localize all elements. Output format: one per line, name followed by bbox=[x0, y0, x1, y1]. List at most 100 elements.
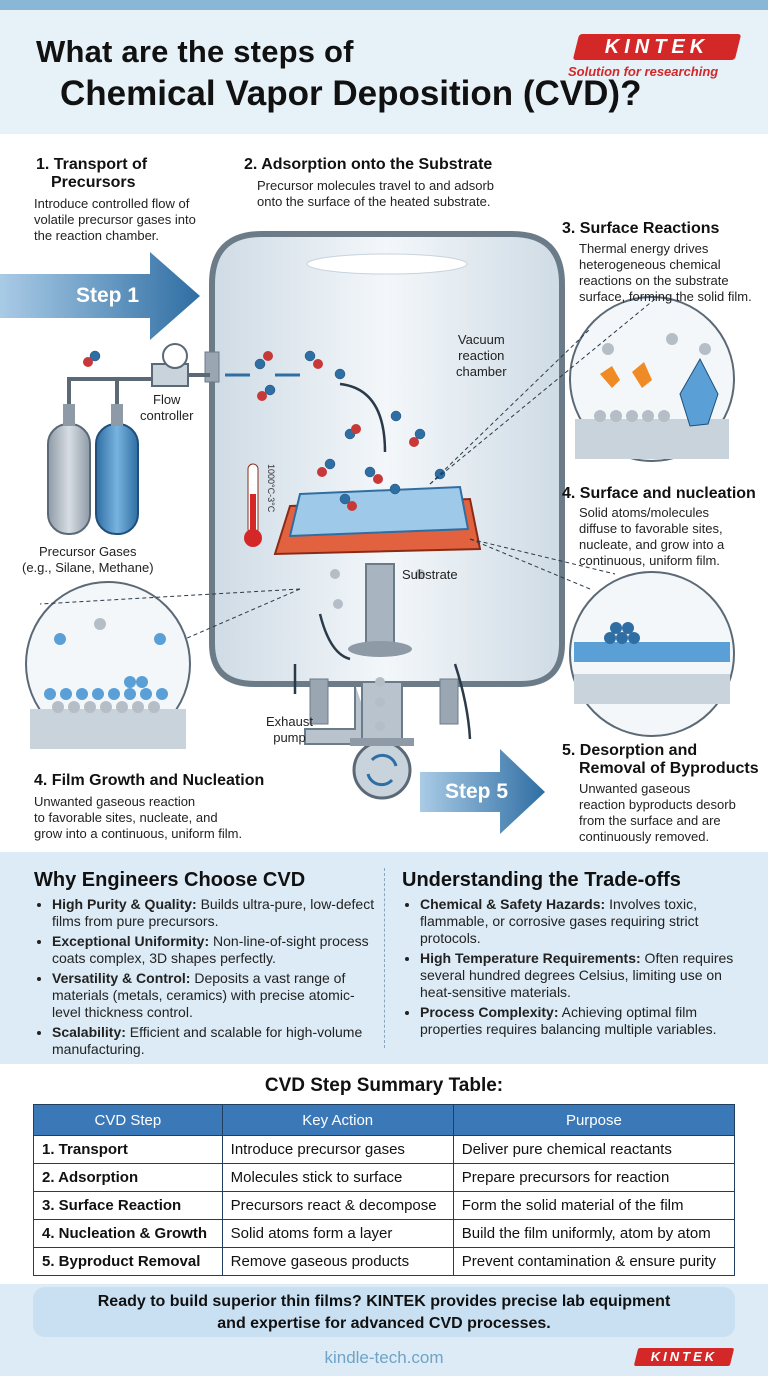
step4-right-text-line4: continuous, uniform film. bbox=[579, 553, 720, 568]
benefit-item-bold: Exceptional Uniformity: bbox=[52, 933, 210, 949]
table-cell: Solid atoms form a layer bbox=[221, 1219, 454, 1248]
page-title-line1: What are the steps of bbox=[36, 34, 354, 69]
benefit-item-text: Efficient and scalable for high-volume m… bbox=[52, 1024, 363, 1057]
step4-right-text-line2: diffuse to favorable sites, bbox=[579, 521, 723, 536]
table-cell: Prevent contamination & ensure purity bbox=[452, 1247, 736, 1276]
exhaust-pump bbox=[352, 740, 412, 800]
step5-text-line3: from the surface and are bbox=[579, 813, 721, 828]
step1-arrow-shape bbox=[0, 252, 200, 340]
step2-text-line2: onto the surface of the heated substrate… bbox=[257, 194, 491, 209]
summary-table-title: CVD Step Summary Table: bbox=[264, 1075, 504, 1096]
flow-controller-line1: Flow bbox=[153, 392, 181, 407]
cta-banner: Ready to build superior thin films? KINT… bbox=[33, 1287, 735, 1337]
section-divider bbox=[384, 868, 385, 1048]
table-cell: 4. Nucleation & Growth bbox=[33, 1219, 223, 1248]
top-accent-bar bbox=[0, 0, 768, 10]
step3-text-line3: reactions on the substrate bbox=[579, 273, 729, 288]
cta-line2: and expertise for advanced CVD processes… bbox=[217, 1315, 551, 1332]
step1-text-line3: the reaction chamber. bbox=[34, 228, 160, 243]
step1-text-line2: volatile precursor gases into bbox=[34, 212, 196, 227]
benefit-item-text: Builds ultra-pure, low-defect films from… bbox=[52, 896, 375, 929]
benefits-title: Why Engineers Choose CVD bbox=[34, 869, 306, 891]
step4-right-text-line1: Solid atoms/molecules bbox=[579, 505, 710, 520]
step1-title: 1. Transport of Precursors bbox=[36, 156, 147, 192]
precursor-gases-label: Precursor Gases (e.g., Silane, Methane) bbox=[22, 544, 154, 576]
step4-right-title: 4. Surface and nucleation bbox=[562, 485, 756, 502]
step1-description: Introduce controlled flow of volatile pr… bbox=[34, 196, 196, 244]
tradeoff-item: Chemical & Safety Hazards: Involves toxi… bbox=[420, 896, 747, 947]
table-cell: Prepare precursors for reaction bbox=[452, 1163, 736, 1192]
benefit-item: Scalability: Efficient and scalable for … bbox=[52, 1024, 379, 1058]
vacuum-line1: Vacuum bbox=[457, 332, 505, 347]
benefit-item: Versatility & Control: Deposits a vast r… bbox=[52, 970, 379, 1021]
step5-title-line1: 5. Desorption and bbox=[562, 742, 698, 759]
exhaust-line2: pump bbox=[273, 730, 306, 745]
step1-title-line2: Precursors bbox=[51, 174, 136, 191]
benefit-item: High Purity & Quality: Builds ultra-pure… bbox=[52, 896, 379, 930]
tradeoff-item-bold: High Temperature Requirements: bbox=[420, 950, 641, 966]
flow-controller-label: Flow controller bbox=[140, 392, 193, 424]
gas-tank-gray bbox=[47, 423, 91, 535]
exhaust-pump-label: Exhaust pump bbox=[266, 714, 313, 746]
step1-arrow-label: Step 1 bbox=[76, 284, 140, 307]
tradeoff-item: High Temperature Requirements: Often req… bbox=[420, 950, 747, 1001]
step5-text-line4: continuously removed. bbox=[579, 829, 710, 844]
benefit-item: Exceptional Uniformity: Non-line-of-sigh… bbox=[52, 933, 379, 967]
step1-title-line1: 1. Transport of bbox=[36, 156, 148, 173]
cta-line1: Ready to build superior thin films? KINT… bbox=[97, 1293, 671, 1310]
table-header-cell: CVD Step bbox=[33, 1104, 223, 1136]
tradeoff-item-text: Often requires several hundred degrees C… bbox=[420, 950, 734, 1000]
tradeoff-item-bold: Chemical & Safety Hazards: bbox=[420, 896, 606, 912]
tradeoffs-title: Understanding the Trade-offs bbox=[402, 869, 681, 891]
precursor-line2: (e.g., Silane, Methane) bbox=[22, 560, 154, 575]
table-cell: 2. Adsorption bbox=[33, 1163, 223, 1192]
substrate-wafer bbox=[288, 485, 470, 538]
vacuum-line3: chamber bbox=[456, 364, 507, 379]
thermometer-reading: 1000°C-3°C bbox=[266, 464, 276, 513]
step4-right-description: Solid atoms/molecules diffuse to favorab… bbox=[579, 505, 724, 569]
step5-text-line1: Unwanted gaseous bbox=[579, 781, 691, 796]
step4-left-description: Unwanted gaseous reaction to favorable s… bbox=[34, 794, 242, 842]
flow-gauge bbox=[162, 343, 188, 369]
step4-left-text-line2: to favorable sites, nucleate, and bbox=[34, 810, 218, 825]
step2-text-line1: Precursor molecules travel to and adsorb bbox=[257, 178, 495, 193]
benefit-item-bold: Scalability: bbox=[52, 1024, 126, 1040]
benefits-list: High Purity & Quality: Builds ultra-pure… bbox=[34, 896, 379, 1061]
footer-url[interactable]: kindle-tech.com bbox=[324, 1348, 444, 1367]
table-cell: Deliver pure chemical reactants bbox=[452, 1135, 736, 1164]
brand-logo: KINTEK bbox=[572, 34, 742, 60]
step3-title: 3. Surface Reactions bbox=[562, 220, 720, 237]
step3-text-line4: surface, forming the solid film. bbox=[579, 289, 752, 304]
tradeoffs-list: Chemical & Safety Hazards: Involves toxi… bbox=[402, 896, 747, 1041]
table-cell: 5. Byproduct Removal bbox=[33, 1247, 223, 1276]
brand-tagline: Solution for researching bbox=[568, 64, 719, 79]
step3-text-line2: heterogeneous chemical bbox=[579, 257, 721, 272]
cvd-illustration bbox=[0, 231, 735, 834]
step4-left-text-line3: grow into a continuous, uniform film. bbox=[34, 826, 243, 841]
vacuum-chamber bbox=[209, 231, 565, 687]
cvd-diagram: 1. Transport of Precursors Introduce con… bbox=[0, 134, 768, 852]
footer-logo: KINTEK bbox=[633, 1348, 735, 1366]
benefit-item-text: Deposits a vast range of materials (meta… bbox=[52, 970, 355, 1020]
step2-title: 2. Adsorption onto the Substrate bbox=[244, 156, 493, 173]
benefit-item-bold: High Purity & Quality: bbox=[52, 896, 197, 912]
step5-title: 5. Desorption and Removal of Byproducts bbox=[562, 742, 759, 778]
step5-description: Unwanted gaseous reaction byproducts des… bbox=[579, 781, 736, 845]
table-cell: 3. Surface Reaction bbox=[33, 1191, 223, 1220]
step4-right-text-line3: nucleate, and grow into a bbox=[579, 537, 725, 552]
table-cell: Introduce precursor gases bbox=[221, 1135, 454, 1164]
page-title-line2: Chemical Vapor Deposition (CVD)? bbox=[60, 74, 642, 113]
exhaust-line1: Exhaust bbox=[266, 714, 313, 729]
benefit-item-bold: Versatility & Control: bbox=[52, 970, 191, 986]
table-cell: Form the solid material of the film bbox=[452, 1191, 736, 1220]
step5-text-line2: reaction byproducts desorb bbox=[579, 797, 736, 812]
gas-tank-blue bbox=[95, 423, 139, 535]
step4-left-title: 4. Film Growth and Nucleation bbox=[34, 772, 265, 789]
table-cell: Precursors react & decompose bbox=[221, 1191, 454, 1220]
precursor-line1: Precursor Gases bbox=[38, 544, 137, 559]
